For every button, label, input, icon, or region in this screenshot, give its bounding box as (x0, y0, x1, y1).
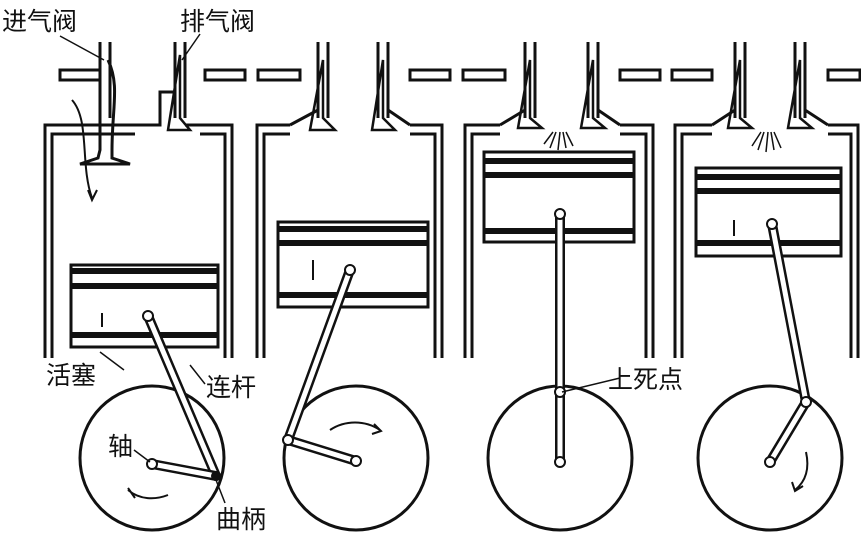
cylinder-wall (463, 123, 655, 358)
piston-ring (278, 292, 428, 298)
piston-ring (696, 174, 841, 180)
cylinder-head (670, 42, 861, 127)
cylinder-wall (43, 123, 234, 358)
rotation-arrow (127, 487, 169, 500)
piston-ring (696, 240, 841, 246)
piston-ring (71, 268, 218, 274)
piston-pin (142, 310, 154, 322)
cylinder-head (461, 42, 662, 127)
exhaust-valve (370, 59, 399, 132)
piston-ring (278, 226, 428, 232)
crank-disk (696, 384, 844, 532)
piston-pin (554, 208, 566, 220)
intake-valve (726, 59, 756, 130)
cylinder-head (256, 42, 452, 127)
intake-valve (516, 59, 546, 130)
engine-stage-3 (461, 42, 662, 532)
piston (482, 150, 636, 244)
label-piston: 活塞 (46, 361, 96, 390)
leader-lines (59, 33, 621, 504)
label-exhaust-valve: 排气阀 (180, 7, 255, 36)
piston-ring (696, 188, 841, 194)
piston-ring (71, 332, 218, 338)
label-crank: 曲柄 (216, 505, 266, 534)
shaft-center (554, 456, 566, 468)
intake-valve (308, 59, 339, 132)
crank-pin (800, 396, 812, 408)
label-top-dead-center: 上死点 (608, 365, 683, 394)
crank-pin (211, 471, 221, 481)
piston-pin (766, 218, 778, 230)
intake-flow-arrow (71, 99, 98, 203)
engine-stage-2 (255, 42, 452, 532)
crank-pin (282, 434, 294, 446)
exhaust-valve (166, 54, 193, 132)
crank-disk (78, 384, 226, 532)
label-connecting-rod: 连杆 (206, 373, 256, 402)
exhaust-valve (579, 59, 609, 130)
shaft-center (350, 455, 362, 467)
engine-stage-4 (670, 42, 861, 532)
piston-ring (484, 172, 634, 178)
rotation-arrow (791, 451, 809, 493)
engine-stage-1 (43, 42, 247, 532)
rotation-arrow (329, 421, 383, 435)
exhaust-valve (786, 59, 816, 130)
crank-disk (282, 384, 430, 532)
cylinder-wall (673, 123, 860, 358)
label-shaft: 轴 (108, 432, 133, 461)
shaft-center (764, 456, 776, 468)
cylinder-wall (255, 123, 444, 358)
label-intake-valve: 进气阀 (2, 7, 77, 36)
piston-ring (71, 283, 218, 289)
piston-pin (344, 264, 356, 276)
intake-valve (79, 59, 131, 166)
piston-ring (484, 158, 634, 164)
piston-ring (278, 240, 428, 246)
spark-lines (543, 131, 574, 151)
spark-lines (751, 131, 782, 153)
